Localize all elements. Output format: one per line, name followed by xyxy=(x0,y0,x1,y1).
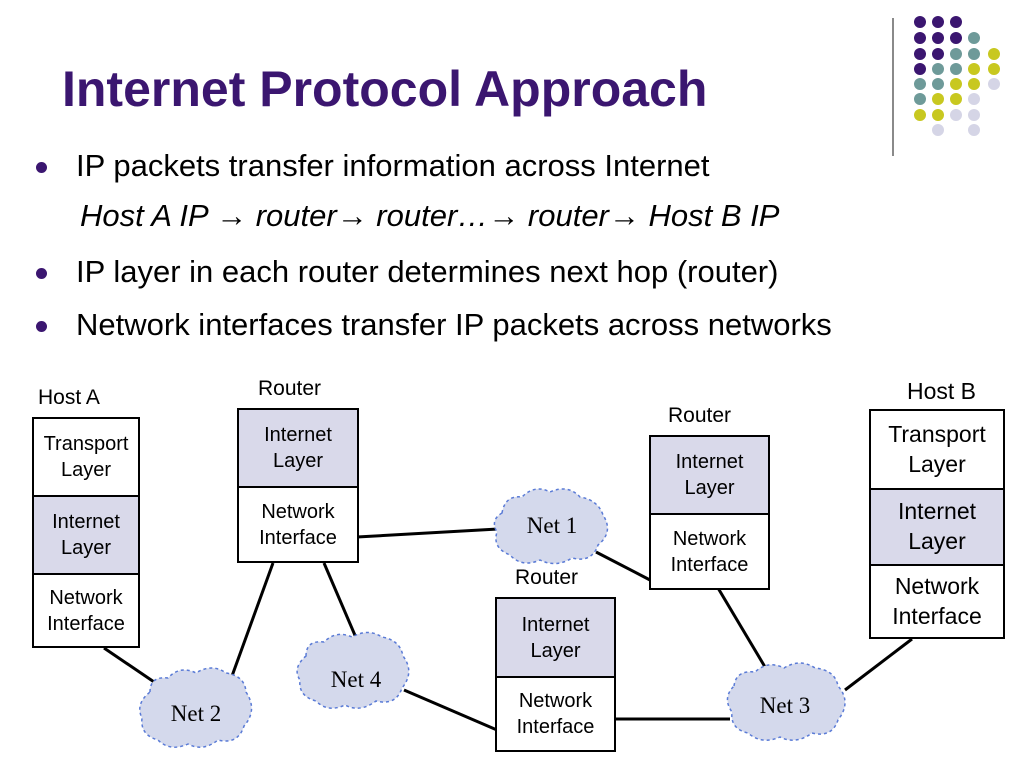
net2-cloud-icon xyxy=(139,667,253,748)
host-a-transport-layer: Transport Layer xyxy=(43,433,129,481)
host-a-internet-layer: Internet Layer xyxy=(34,495,138,573)
link-lines xyxy=(103,527,913,732)
bullet-dot-icon xyxy=(36,162,47,173)
router-1-label: Router xyxy=(258,377,322,400)
net2-label: Net 2 xyxy=(171,701,221,726)
title-divider xyxy=(892,18,894,156)
router-3-stack: Internet Layer Network Interface xyxy=(495,597,616,752)
link-router1-net4 xyxy=(322,562,359,641)
router-2-label: Router xyxy=(668,404,732,427)
cloud-shapes xyxy=(139,488,846,748)
host-a-label: Host A xyxy=(38,386,100,409)
link-hosta-net2 xyxy=(103,646,161,688)
net1-label: Net 1 xyxy=(527,513,577,538)
router-3-network-interface: Network Interface xyxy=(497,676,614,750)
host-b-label: Host B xyxy=(907,378,977,404)
bullet-text: Network interfaces transfer IP packets a… xyxy=(76,307,832,342)
net4-cloud-icon xyxy=(296,631,410,709)
link-router1-net1 xyxy=(356,527,499,539)
bullet-text: IP layer in each router determines next … xyxy=(76,254,779,289)
router-2-internet-layer: Internet Layer xyxy=(651,437,768,513)
host-a-network-interface: Network Interface xyxy=(34,573,138,646)
router-1-internet-layer: Internet Layer xyxy=(239,410,357,486)
dot-row-5 xyxy=(914,78,1000,90)
dot-row-3 xyxy=(914,48,1000,60)
net3-cloud-icon xyxy=(726,662,846,741)
cloud-labels: Net 1 Net 2 Net 3 Net 4 xyxy=(171,513,810,726)
link-net1-router2 xyxy=(595,550,651,582)
dot-row-1 xyxy=(914,16,962,28)
link-net3-hostb xyxy=(844,637,913,692)
router-2-network-interface: Network Interface xyxy=(651,513,768,588)
dot-row-2 xyxy=(914,32,980,44)
decorative-dot-grid xyxy=(914,16,1000,136)
net4-label: Net 4 xyxy=(331,667,382,692)
host-b-network-interface: Network Interface xyxy=(871,564,1003,637)
bullet-text: IP packets transfer information across I… xyxy=(76,148,710,183)
net1-cloud-icon xyxy=(493,488,609,565)
router-1-network-interface: Network Interface xyxy=(239,486,357,561)
host-b-internet-layer: Internet Layer xyxy=(871,488,1003,564)
router-3-internet-layer: Internet Layer xyxy=(497,599,614,676)
router-2-stack: Internet Layer Network Interface xyxy=(649,435,770,590)
link-router2-net3 xyxy=(716,587,770,673)
bullet-dot-icon xyxy=(36,321,47,332)
link-net4-router3 xyxy=(403,688,498,732)
bullet-dot-icon xyxy=(36,268,47,279)
dot-row-7 xyxy=(914,109,980,121)
slide-title: Internet Protocol Approach xyxy=(62,61,708,117)
router-1-stack: Internet Layer Network Interface xyxy=(237,408,359,563)
router-3-label: Router xyxy=(515,566,579,589)
host-b-transport-layer: Transport Layer xyxy=(888,420,986,477)
ip-path-line: Host A IP → router→ router…→ router→ Hos… xyxy=(80,198,780,233)
net3-label: Net 3 xyxy=(760,693,810,718)
link-net2-router1 xyxy=(230,562,275,677)
dot-row-8 xyxy=(932,124,980,136)
host-b-stack: Transport Layer Internet Layer Network I… xyxy=(869,409,1005,639)
dot-row-6 xyxy=(914,93,980,105)
dot-row-4 xyxy=(914,63,1000,75)
host-a-stack: Transport Layer Internet Layer Network I… xyxy=(32,417,140,648)
